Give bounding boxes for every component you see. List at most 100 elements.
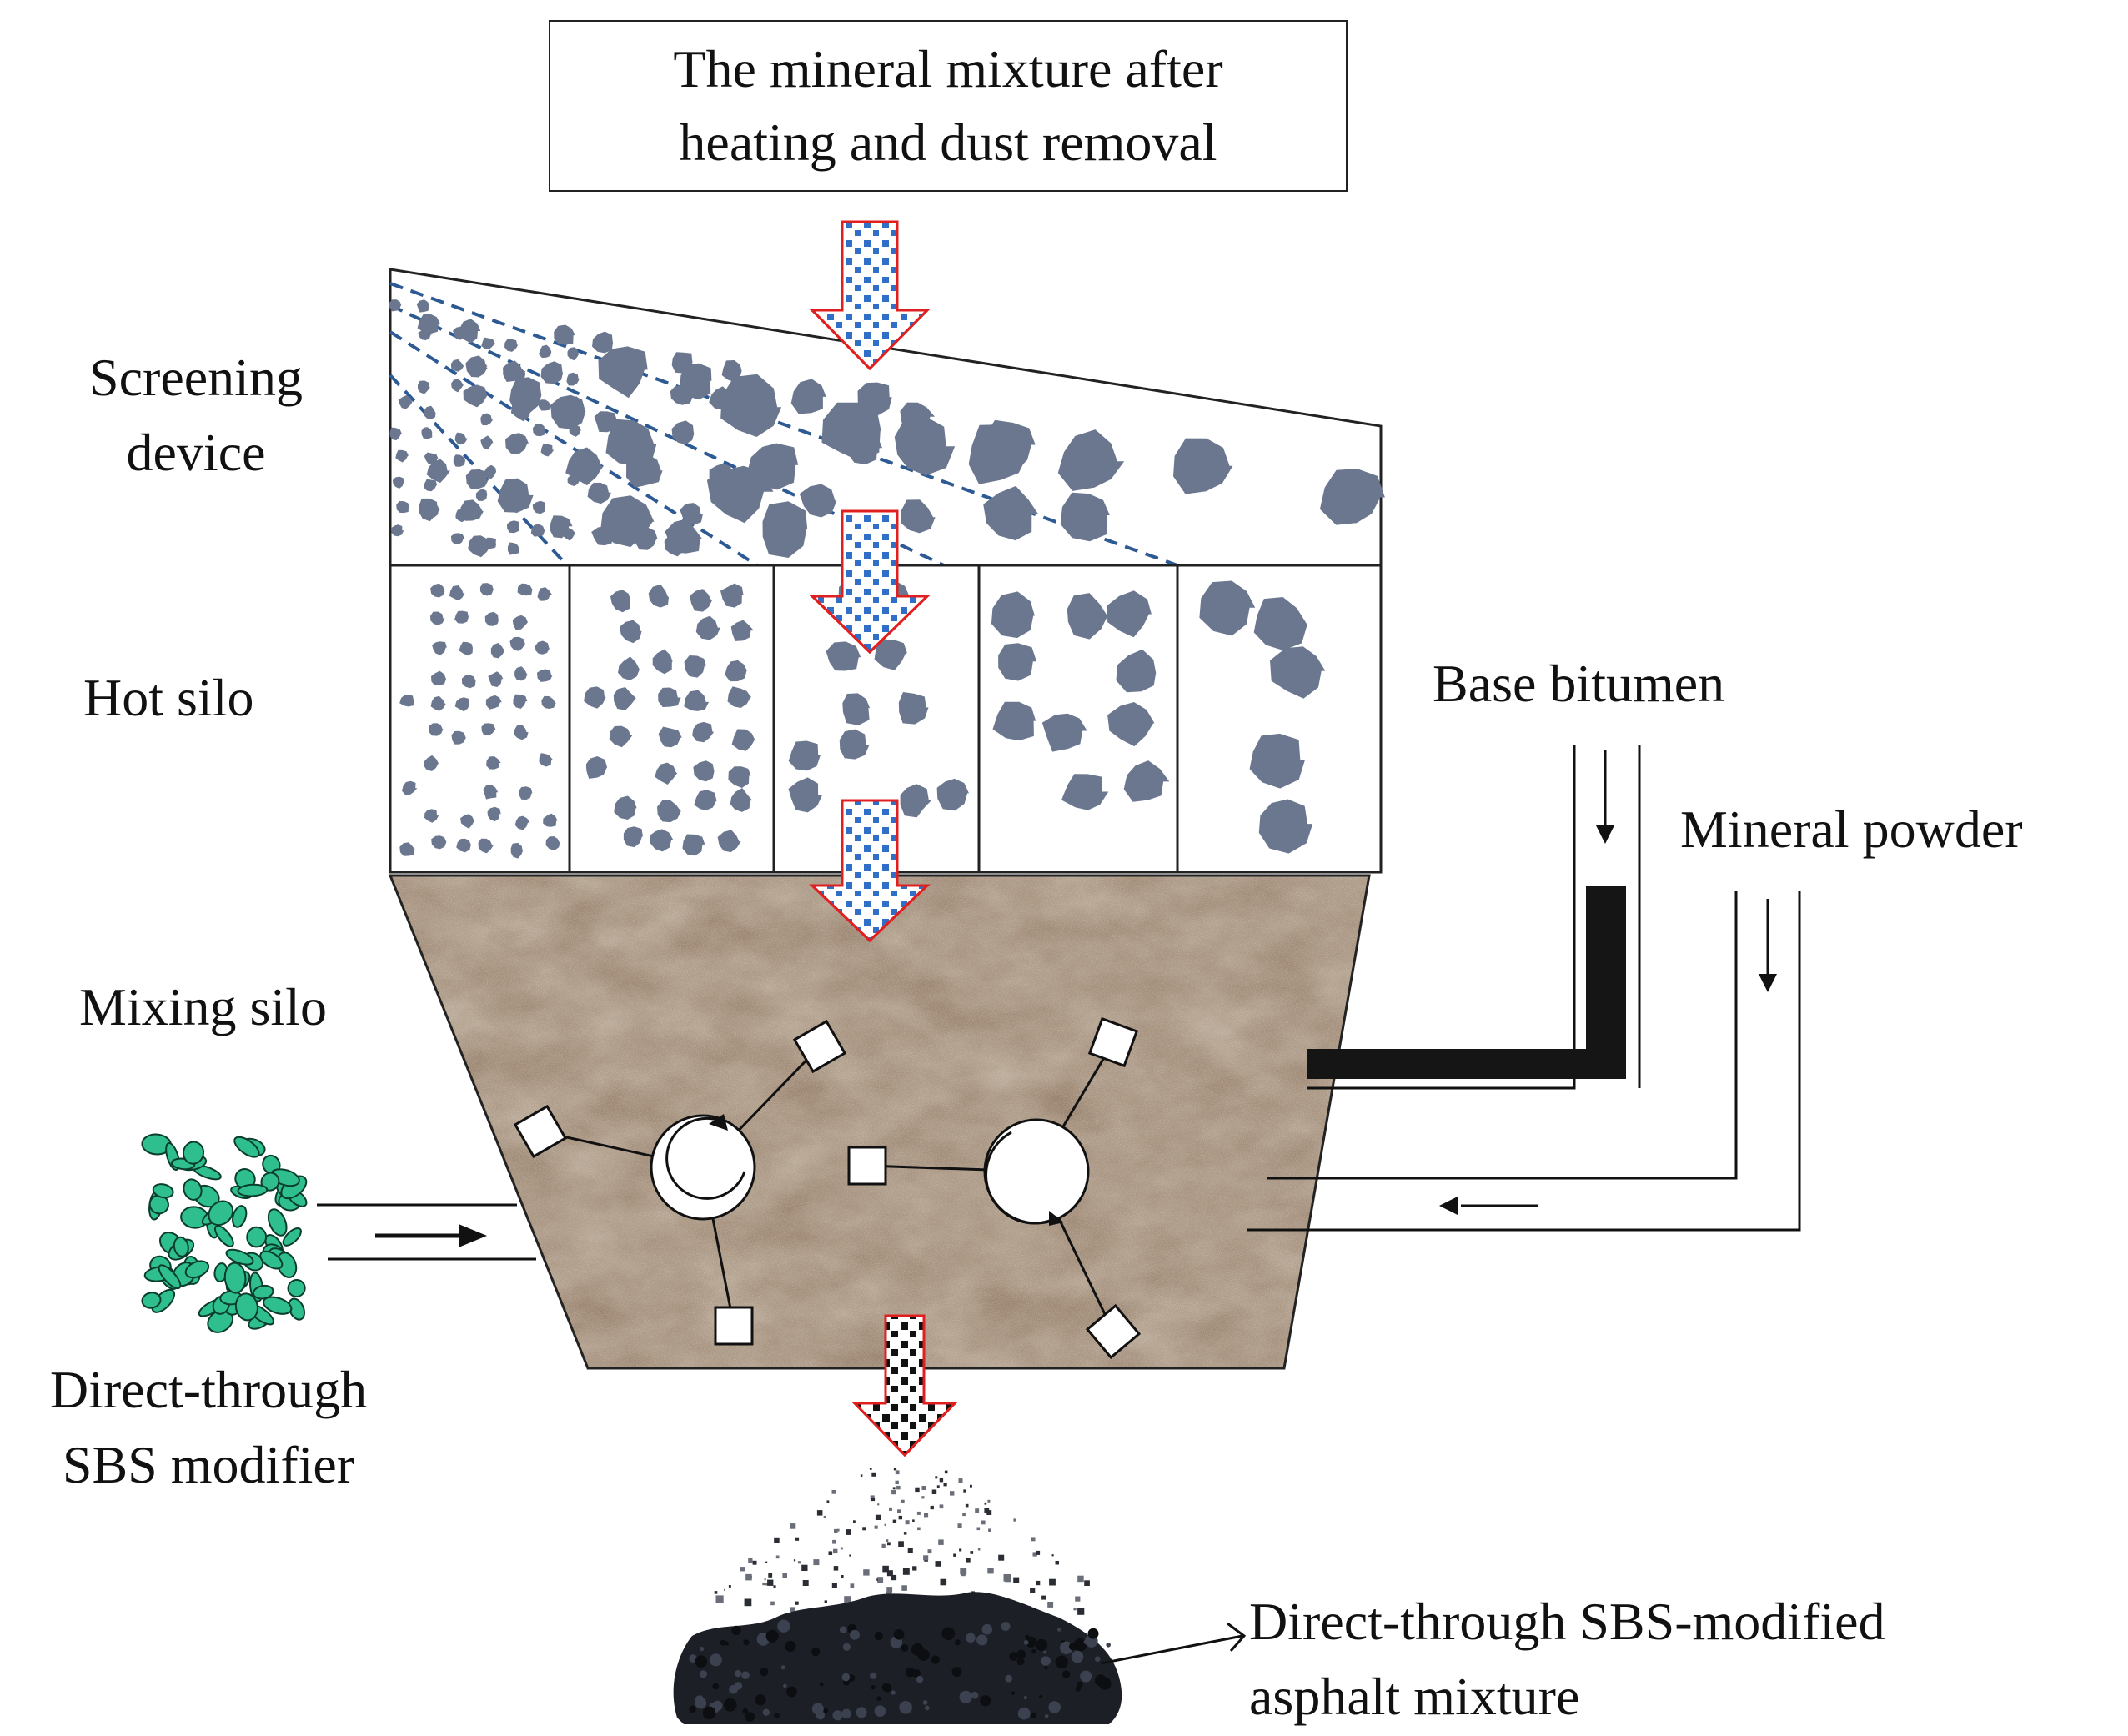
stone [1067, 593, 1108, 640]
pile-texture [856, 1707, 867, 1718]
pile-texture [1087, 1628, 1099, 1639]
pile-texture [786, 1686, 797, 1698]
stone [506, 520, 519, 534]
stone [598, 346, 648, 399]
pile-texture [720, 1639, 726, 1646]
stone [992, 701, 1036, 741]
label-screening-device: Screening device [58, 340, 334, 490]
stone [505, 433, 529, 454]
asphalt-grain [802, 1580, 809, 1586]
pile-texture [823, 1708, 829, 1713]
pile-texture [922, 1700, 928, 1705]
asphalt-grain [915, 1487, 920, 1493]
asphalt-grain [939, 1478, 944, 1483]
stone [537, 399, 552, 411]
pile-texture [745, 1712, 755, 1722]
pile-texture [765, 1629, 779, 1643]
stone [1258, 799, 1313, 854]
asphalt-grain [797, 1561, 801, 1564]
stone [488, 671, 504, 687]
stone [450, 359, 464, 372]
sbs-granule [184, 1260, 210, 1279]
pile-texture [1025, 1636, 1037, 1648]
pile-texture [874, 1705, 886, 1717]
asphalt-grain [962, 1513, 966, 1517]
stone [901, 499, 936, 534]
stone [730, 788, 753, 812]
asphalt-grain [871, 1498, 876, 1502]
pile-texture [729, 1685, 738, 1694]
asphalt-grain [1031, 1537, 1036, 1542]
asphalt-grain [765, 1583, 768, 1586]
sbs-granule [233, 1136, 260, 1158]
stone [509, 636, 525, 651]
asphalt-grain [875, 1514, 881, 1520]
sbs-granule [214, 1225, 234, 1247]
asphalt-grain [1036, 1580, 1041, 1586]
sbs-granule [173, 1236, 189, 1257]
stone [537, 587, 552, 601]
pile-texture [1073, 1638, 1087, 1652]
screening-device [389, 268, 1385, 567]
asphalt-grain [775, 1555, 780, 1559]
sbs-granule [246, 1226, 268, 1248]
pile-texture [742, 1708, 748, 1714]
stone [613, 687, 636, 710]
sbs-granule [252, 1284, 274, 1300]
sbs-granule [223, 1262, 247, 1294]
asphalt-grain [917, 1527, 921, 1531]
asphalt-grain [790, 1523, 796, 1529]
asphalt-grain [998, 1554, 1005, 1561]
asphalt-grain [905, 1520, 910, 1525]
asphalt-grain [1077, 1575, 1084, 1583]
stone [610, 590, 631, 613]
stone [429, 723, 444, 736]
asphalt-grain [931, 1489, 937, 1494]
stone [417, 314, 440, 334]
asphalt-grain [950, 1491, 955, 1496]
stone [991, 591, 1035, 639]
pile-texture [1055, 1655, 1068, 1668]
pile-texture [689, 1705, 696, 1713]
stone [720, 374, 782, 437]
asphalt-grain [871, 1472, 876, 1477]
stone [479, 583, 494, 596]
stone [454, 610, 469, 624]
stone [416, 299, 429, 313]
stone [727, 686, 752, 708]
asphalt-grain [959, 1548, 962, 1552]
asphalt-grain [940, 1578, 947, 1586]
asphalt-grain [912, 1519, 915, 1522]
pile-texture [762, 1708, 770, 1716]
asphalt-grain [970, 1551, 974, 1554]
pile-texture [1030, 1712, 1037, 1719]
stone [503, 360, 526, 382]
stone [682, 834, 705, 856]
stone [623, 826, 643, 848]
pile-texture [1044, 1714, 1049, 1718]
asphalt-grain [846, 1529, 851, 1535]
asphalt-grain [884, 1523, 886, 1526]
pile-texture [951, 1667, 962, 1677]
pile-texture [731, 1625, 741, 1636]
asphalt-grain [921, 1496, 925, 1499]
asphalt-mixture-pile [673, 1468, 1122, 1724]
asphalt-grain [975, 1508, 980, 1513]
stone [790, 379, 826, 414]
stone [396, 501, 410, 514]
stone [1041, 713, 1087, 752]
pile-texture [971, 1691, 979, 1699]
stone [430, 583, 445, 598]
asphalt-grain [877, 1503, 880, 1506]
asphalt-grain [1041, 1595, 1046, 1600]
pile-texture [976, 1634, 988, 1646]
asphalt-grain [886, 1570, 893, 1577]
asphalt-grain [1013, 1518, 1016, 1522]
stone [389, 427, 402, 441]
stone [618, 656, 640, 680]
stone [1107, 590, 1152, 638]
asphalt-grain [836, 1528, 840, 1532]
stone [665, 519, 702, 554]
stone [554, 324, 575, 345]
asphalt-grain [801, 1564, 808, 1571]
